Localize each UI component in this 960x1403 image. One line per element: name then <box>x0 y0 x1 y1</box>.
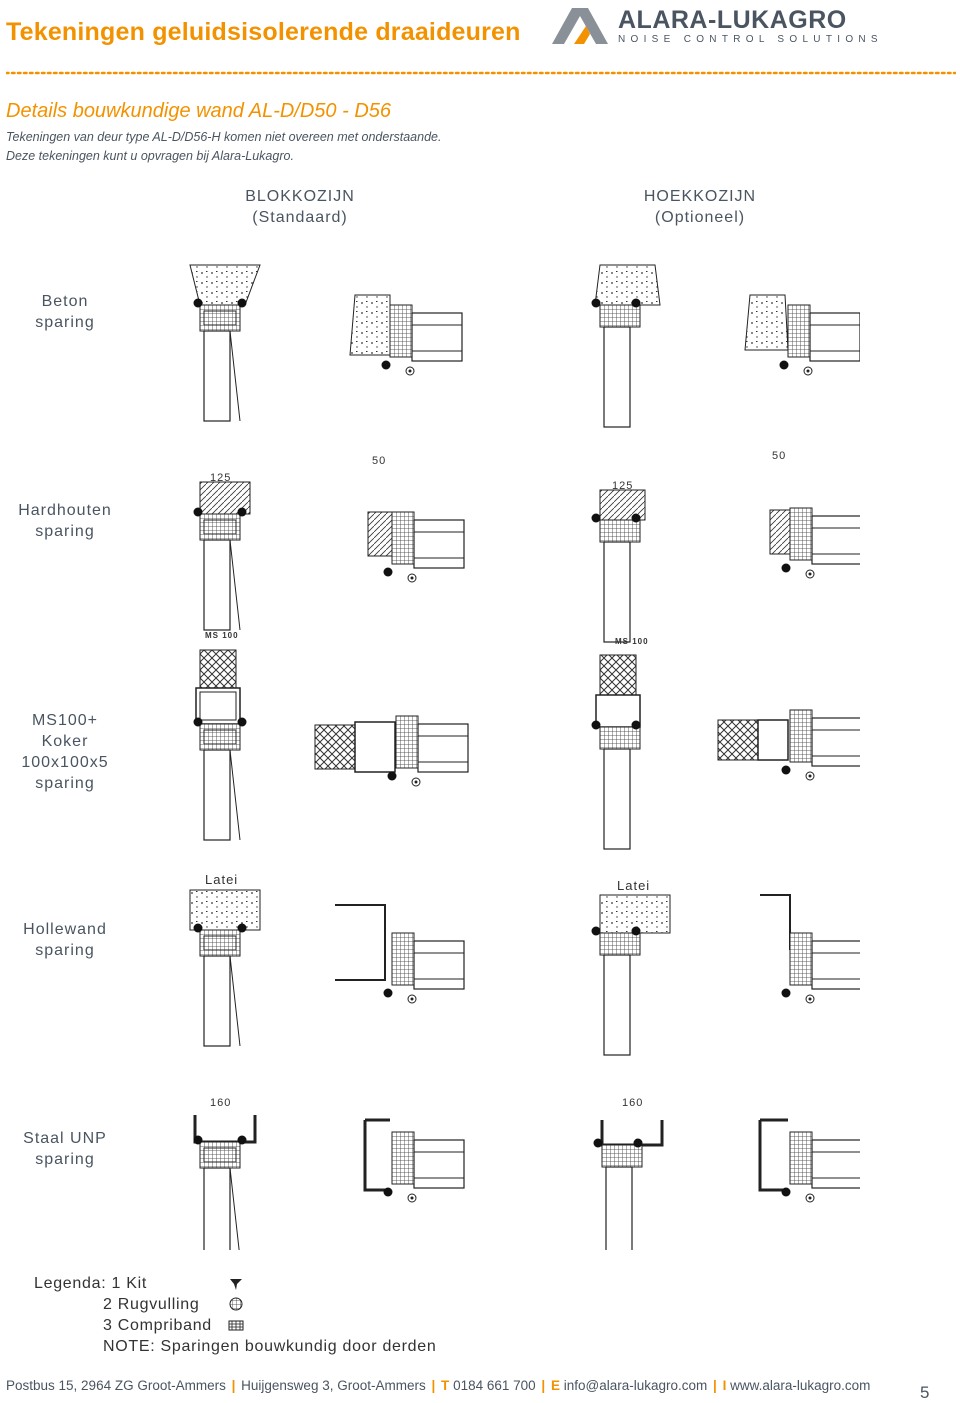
row-label-staal-unp: Staal UNP sparing <box>0 1128 130 1170</box>
dotted-divider <box>6 71 956 75</box>
row-label-line: Hollewand <box>23 921 107 938</box>
label-latei-blok: Latei <box>205 872 239 887</box>
label-dim-50-blok: 50 <box>372 455 387 467</box>
footer-phone-key: T <box>441 1378 450 1393</box>
label-ms100-hoek: MS 100 <box>615 637 649 646</box>
column-heading-line: BLOKKOZIJN <box>245 188 355 205</box>
row-label-hollewand: Hollewand sparing <box>0 919 130 961</box>
legend-symbols <box>228 1279 244 1331</box>
drawing-hollewand <box>189 889 860 1056</box>
alara-logo-mark <box>552 8 608 44</box>
label-dim-160-hoek: 160 <box>622 1097 644 1109</box>
drawing-ms100 <box>192 649 860 850</box>
intro-line-1: Tekeningen van deur type AL-D/D56-H kome… <box>6 130 442 144</box>
compriband-icon <box>228 1320 244 1331</box>
drawing-staal-unp <box>192 1115 860 1250</box>
row-label-line: Staal UNP <box>23 1130 107 1147</box>
footer-separator: | <box>431 1378 436 1393</box>
footer-separator: | <box>541 1378 546 1393</box>
legend-prefix: Legenda: <box>34 1275 107 1292</box>
column-heading-line: HOEKKOZIJN <box>643 188 757 205</box>
drawing-hardhout <box>192 481 860 643</box>
footer-website[interactable]: www.alara-lukagro.com <box>730 1378 871 1393</box>
row-label-line: sparing <box>35 1151 95 1168</box>
technical-drawings <box>189 264 860 1250</box>
footer-phone: 0184 661 700 <box>453 1378 536 1393</box>
footer-address: Postbus 15, 2964 ZG Groot-Ammers <box>6 1378 226 1393</box>
footer-email-key: E <box>550 1378 560 1393</box>
row-label-line: sparing <box>35 775 95 792</box>
legend-item-rugvulling: 2 Rugvulling <box>103 1296 200 1313</box>
legend-item-kit: 1 Kit <box>111 1275 148 1292</box>
footer-web-key: I <box>722 1378 727 1393</box>
legend-item-compriband: 3 Compriband <box>103 1317 212 1334</box>
kit-icon <box>230 1279 242 1290</box>
page-title: Tekeningen geluidsisolerende draaideuren <box>6 18 521 46</box>
footer-separator: | <box>231 1378 236 1393</box>
row-label-hardhout: Hardhouten sparing <box>0 500 130 542</box>
column-heading-hoekkozijn: HOEKKOZIJN (Optioneel) <box>630 186 770 228</box>
label-dim-160-blok: 160 <box>210 1097 232 1109</box>
column-heading-line: (Standaard) <box>252 209 348 226</box>
label-dim-50-hoek: 50 <box>772 450 787 462</box>
drawing-beton <box>189 264 860 428</box>
footer-street: Huijgensweg 3, Groot-Ammers <box>241 1378 426 1393</box>
footer-contact: Postbus 15, 2964 ZG Groot-Ammers | Huijg… <box>6 1378 870 1393</box>
row-label-line: Koker 100x100x5 <box>21 733 109 771</box>
rugvulling-icon <box>229 1297 243 1311</box>
label-dim-125-blok: 125 <box>210 472 232 484</box>
label-ms100-blok: MS 100 <box>205 631 239 640</box>
row-label-beton: Beton sparing <box>0 291 130 333</box>
legend: Legenda: 1 Kit 2 Rugvulling 3 Compriband… <box>34 1273 436 1357</box>
row-label-line: Beton <box>41 293 89 310</box>
label-latei-hoek: Latei <box>617 878 651 893</box>
column-heading-line: (Optioneel) <box>654 209 746 226</box>
row-label-line: MS100+ <box>31 712 99 729</box>
column-heading-blokkozijn: BLOKKOZIJN (Standaard) <box>230 186 370 228</box>
row-label-line: sparing <box>35 942 95 959</box>
section-subtitle: Details bouwkundige wand AL-D/D50 - D56 <box>6 100 392 122</box>
row-label-ms100: MS100+ Koker 100x100x5 sparing <box>0 710 130 794</box>
intro-line-2: Deze tekeningen kunt u opvragen bij Alar… <box>6 149 294 163</box>
row-label-line: sparing <box>35 314 95 331</box>
label-dim-125-hoek: 125 <box>612 480 634 492</box>
page-number: 5 <box>920 1383 930 1402</box>
logo-tagline: NOISE CONTROL SOLUTIONS <box>618 34 883 45</box>
legend-note: NOTE: Sparingen bouwkundig door derden <box>103 1338 437 1355</box>
footer-separator: | <box>713 1378 717 1393</box>
row-label-line: sparing <box>35 523 95 540</box>
footer-email[interactable]: info@alara-lukagro.com <box>563 1378 708 1393</box>
logo-name: ALARA-LUKAGRO <box>618 6 847 34</box>
row-label-line: Hardhouten <box>18 502 112 519</box>
